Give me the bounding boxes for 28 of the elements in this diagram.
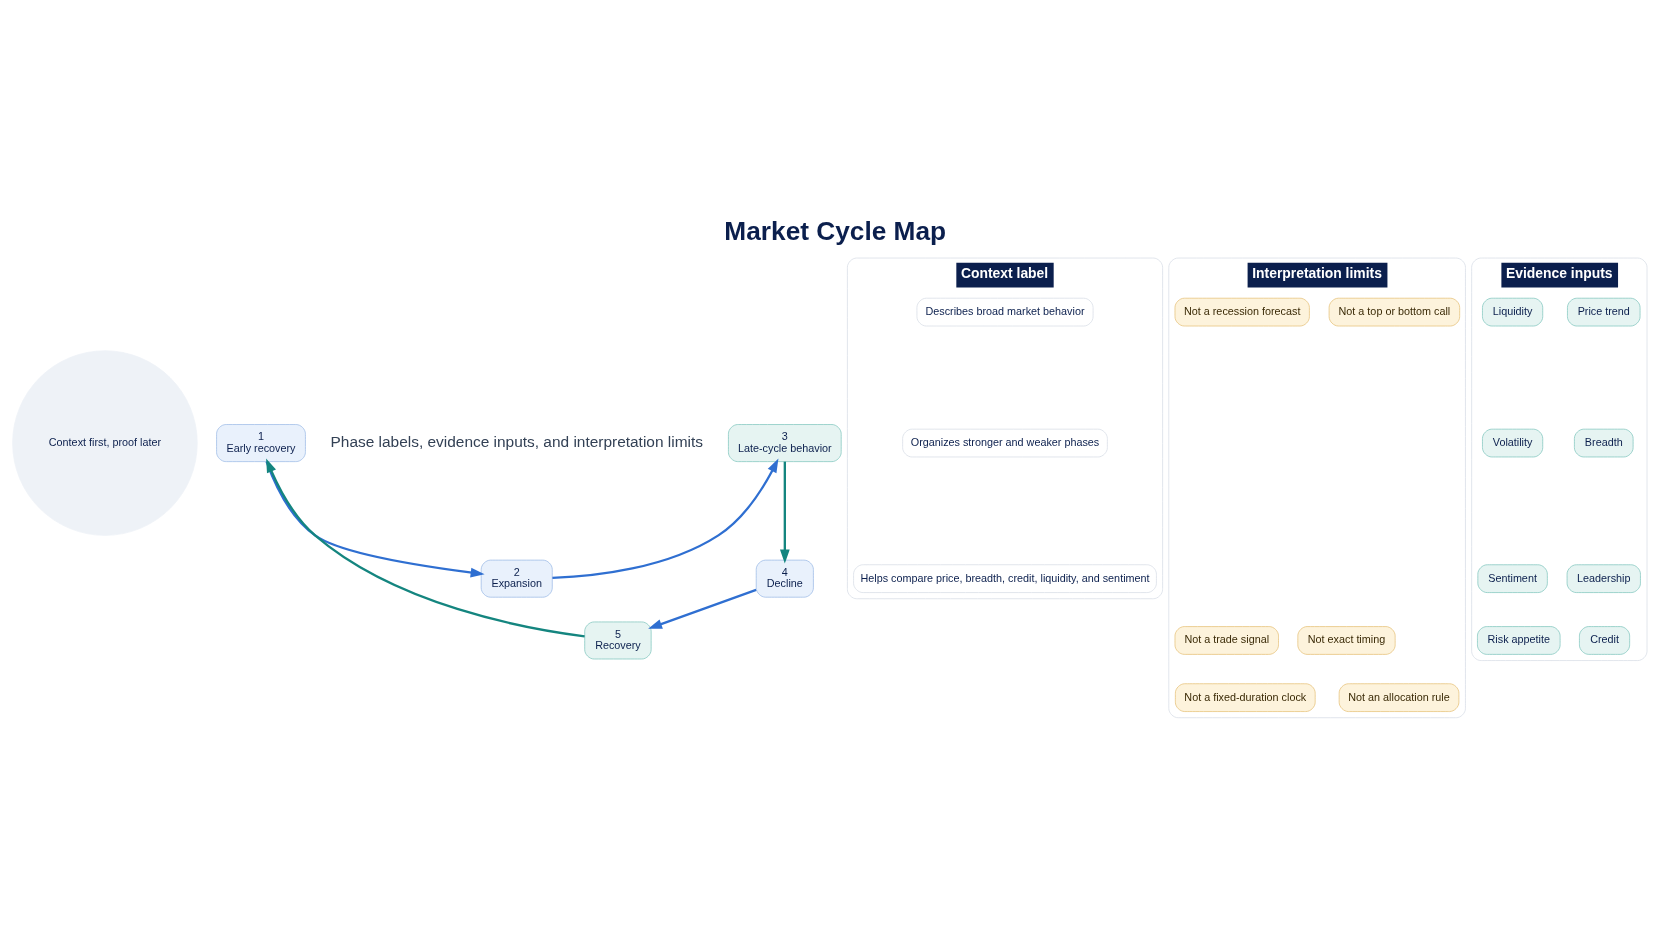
node-box: Not a fixed-duration clock [1174, 683, 1316, 712]
node-box: Describes broad market behavior [916, 297, 1094, 327]
node-box: Sentiment [1477, 564, 1548, 593]
node-box: Breadth [1574, 428, 1634, 458]
node-box: Not a trade signal [1174, 626, 1279, 655]
node-box: Not a recession forecast [1174, 297, 1310, 327]
node-box: Price trend [1567, 297, 1641, 327]
node-box: Risk appetite [1477, 626, 1561, 655]
node-box: 5 Recovery [584, 621, 652, 660]
node-box: Liquidity [1482, 297, 1544, 327]
arrow [266, 458, 585, 638]
node-box: Helps compare price, breadth, credit, liquidity, and sentiment [853, 564, 1157, 593]
node-box: Organizes stronger and weaker phases [902, 428, 1108, 458]
node-box: 3 Late-cycle behavior [728, 424, 842, 462]
arrow [648, 588, 757, 629]
arrow [552, 458, 779, 580]
node-box: 4 Decline [755, 559, 814, 598]
diagram-title: Market Cycle Map [724, 216, 947, 247]
label: Phase labels, evidence inputs, and interpretation limits [330, 432, 703, 450]
arrow [779, 461, 790, 564]
node-box: 2 Expansion [480, 559, 553, 598]
node-box: Not exact timing [1297, 626, 1396, 655]
node-box: 1 Early recovery [216, 424, 306, 462]
node-box: Not a top or bottom call [1328, 297, 1461, 327]
node-box: Not an allocation rule [1338, 683, 1460, 712]
node-box: Leadership [1566, 564, 1641, 593]
node-box: Volatility [1482, 428, 1544, 458]
node-box: Credit [1579, 626, 1631, 655]
